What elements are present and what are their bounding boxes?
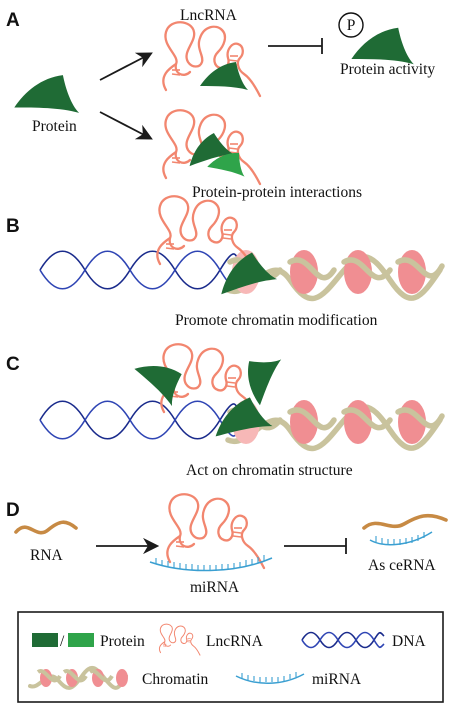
chromatin-icon — [28, 665, 128, 690]
legend-protein-label: Protein — [100, 633, 145, 650]
legend-dna-label: DNA — [392, 633, 426, 650]
act-on-chromatin-structure-label: Act on chromatin structure — [186, 462, 353, 479]
mirna-icon — [149, 555, 273, 572]
as-cerna-label: As ceRNA — [368, 557, 436, 574]
legend-chromatin-label: Chromatin — [142, 671, 209, 688]
protein-label: Protein — [32, 118, 77, 135]
panel-letter-d: D — [6, 500, 20, 521]
panel-d: D RNA miRNA — [6, 493, 448, 596]
svg-text:P: P — [347, 17, 356, 34]
panel-a: A LncRNA Protein P Protein activity — [6, 7, 435, 201]
protein-protein-interactions-label: Protein-protein interactions — [192, 184, 362, 201]
lncrna-icon — [166, 493, 266, 570]
rna-icon — [362, 513, 448, 530]
promote-chromatin-modification-label: Promote chromatin modification — [175, 312, 378, 329]
protein-icon — [68, 633, 94, 647]
lncrna-label: LncRNA — [180, 7, 238, 24]
protein-icon — [14, 75, 80, 113]
chromatin-icon — [225, 250, 445, 302]
dna-icon — [39, 250, 241, 290]
mirna-label: miRNA — [190, 579, 240, 596]
legend-lncrna-label: LncRNA — [206, 633, 264, 650]
legend-protein-sep: / — [60, 633, 65, 650]
panel-b: B Promote chromatin modification — [6, 195, 445, 329]
panel-c: C Act on chromatin structur — [6, 343, 445, 479]
phosphate-icon: P — [338, 12, 364, 38]
protein-icon — [32, 633, 58, 647]
mirna-icon — [235, 672, 305, 684]
panel-letter-a: A — [6, 10, 20, 31]
protein-icon — [351, 27, 414, 65]
lncrna-icon — [162, 21, 262, 98]
legend-box — [17, 611, 444, 703]
panel-letter-b: B — [6, 216, 20, 237]
dna-icon — [301, 631, 385, 649]
mirna-icon — [369, 531, 433, 546]
legend: / Protein LncRNA DNA Chromatin — [17, 611, 444, 703]
arrow-icon — [99, 52, 153, 81]
panel-letter-c: C — [6, 354, 20, 375]
rna-icon — [14, 520, 78, 535]
rna-label: RNA — [30, 547, 64, 564]
dna-icon — [39, 400, 241, 440]
protein-activity-label: Protein activity — [340, 61, 435, 78]
legend-mirna-label: miRNA — [312, 671, 362, 688]
lncrna-icon — [162, 109, 262, 186]
arrow-icon — [99, 111, 153, 140]
